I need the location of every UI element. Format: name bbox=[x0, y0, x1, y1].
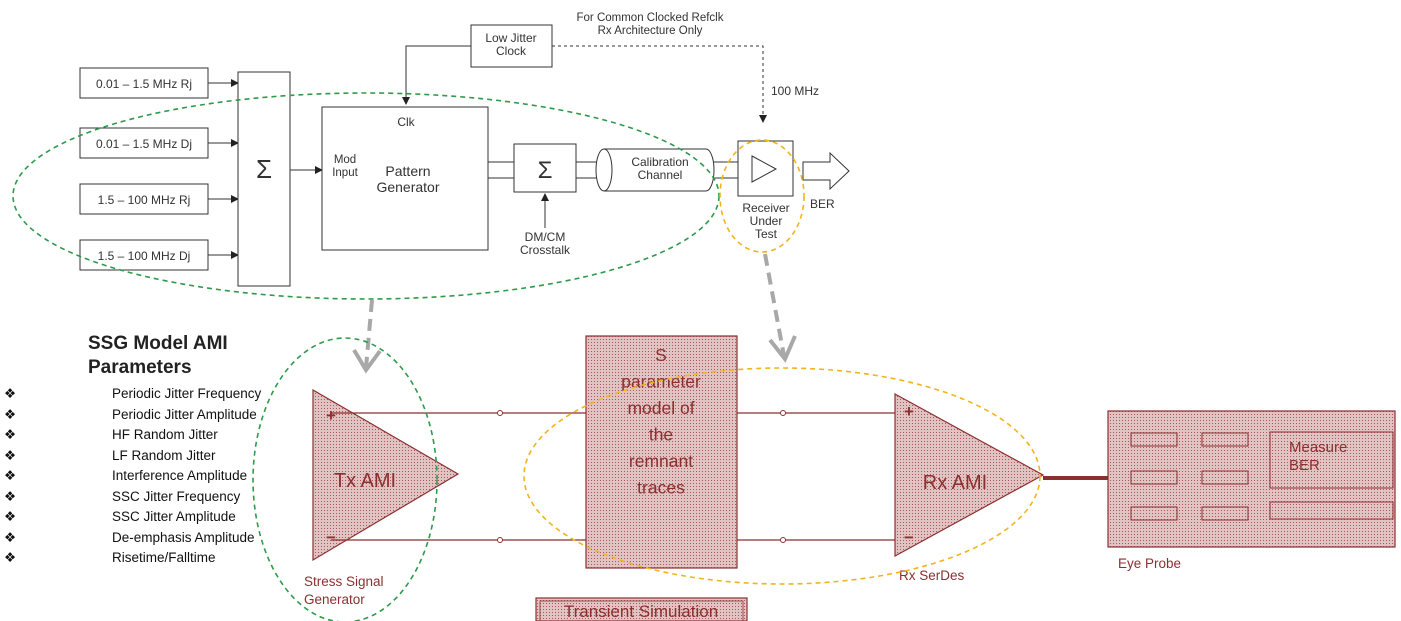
tx-ami-label: Tx AMI bbox=[334, 470, 396, 492]
list-item: ❖SSC Jitter Amplitude bbox=[2, 507, 298, 528]
list-item: ❖De-emphasis Amplitude bbox=[2, 528, 298, 549]
jitter-source-box-1: 0.01 – 1.5 MHz Rj bbox=[79, 67, 209, 99]
eye-probe-wide-slot bbox=[1269, 501, 1394, 520]
ssg-parameters-title: SSG Model AMI Parameters bbox=[88, 332, 298, 380]
tx-plus-sign: + bbox=[326, 406, 336, 425]
rx-serdes-label: Rx SerDes bbox=[899, 568, 965, 583]
rx-minus-sign: − bbox=[904, 528, 914, 547]
ssg-title-line-2: Parameters bbox=[88, 357, 192, 378]
yellow-group-ellipse-bottom bbox=[523, 367, 1041, 585]
eye-probe-slot bbox=[1130, 470, 1178, 485]
ssg-parameters-list: ❖Periodic Jitter Frequency ❖Periodic Jit… bbox=[4, 384, 298, 569]
jitter-source-box-2: 0.01 – 1.5 MHz Dj bbox=[79, 127, 209, 159]
sum-symbol: Σ bbox=[256, 154, 272, 184]
tx-node-top bbox=[497, 410, 503, 416]
clock-to-clk-arrow bbox=[402, 45, 471, 105]
eye-probe-label: Eye Probe bbox=[1118, 556, 1181, 571]
green-group-ellipse-bottom bbox=[252, 337, 438, 621]
tx-ami-buffer: Tx AMI + − bbox=[312, 388, 460, 562]
list-item: ❖SSC Jitter Frequency bbox=[2, 487, 298, 508]
gray-arrow-right bbox=[763, 253, 797, 363]
freq-100mhz-label: 100 MHz bbox=[771, 84, 819, 98]
jitter-source-label-3: 1.5 – 100 MHz Rj bbox=[98, 193, 191, 207]
jitter-source-label-2: 0.01 – 1.5 MHz Dj bbox=[96, 137, 192, 151]
transient-simulation-label: Transient Simulation bbox=[564, 602, 718, 621]
rx-node-bottom bbox=[780, 537, 786, 543]
rx-node-top bbox=[780, 410, 786, 416]
transient-simulation-box: Transient Simulation bbox=[535, 597, 748, 621]
yellow-group-ellipse-top bbox=[719, 139, 805, 253]
jitter-source-label-4: 1.5 – 100 MHz Dj bbox=[98, 249, 191, 263]
bullet-icon: ❖ bbox=[3, 386, 17, 401]
ssg-title-line-1: SSG Model AMI bbox=[88, 333, 228, 354]
list-item: ❖HF Random Jitter bbox=[2, 425, 298, 446]
green-group-ellipse-top bbox=[12, 92, 720, 300]
eye-probe-slot bbox=[1201, 470, 1249, 485]
bullet-icon: ❖ bbox=[3, 427, 17, 442]
measure-ber-panel bbox=[1269, 431, 1394, 489]
ber-output-arrow bbox=[802, 151, 850, 191]
eye-probe-slot bbox=[1201, 432, 1249, 447]
ssg-parameters-panel: SSG Model AMI Parameters ❖Periodic Jitte… bbox=[4, 332, 298, 569]
bullet-icon: ❖ bbox=[3, 509, 17, 524]
bullet-icon: ❖ bbox=[3, 529, 17, 545]
jitter-source-box-3: 1.5 – 100 MHz Rj bbox=[79, 183, 209, 215]
clk-label: Clk bbox=[397, 115, 415, 129]
list-item: ❖Periodic Jitter Amplitude bbox=[2, 405, 298, 426]
tx-minus-sign: − bbox=[326, 528, 336, 547]
jitter-summer-box: Σ bbox=[237, 71, 291, 287]
list-item: ❖Interference Amplitude bbox=[2, 466, 298, 487]
rx-ami-label: Rx AMI bbox=[923, 472, 987, 494]
gray-arrow-left bbox=[352, 299, 382, 374]
jitter-source-label-1: 0.01 – 1.5 MHz Rj bbox=[96, 77, 192, 91]
jitter-source-box-4: 1.5 – 100 MHz Dj bbox=[79, 239, 209, 271]
list-item: ❖Periodic Jitter Frequency bbox=[2, 384, 298, 405]
ber-label: BER bbox=[810, 197, 835, 211]
rx-ami-buffer: Rx AMI + − bbox=[894, 392, 1045, 558]
bullet-icon: ❖ bbox=[3, 447, 17, 463]
bullet-icon: ❖ bbox=[3, 488, 17, 504]
clock-to-receiver-dashed bbox=[552, 45, 767, 123]
bullet-icon: ❖ bbox=[3, 406, 17, 422]
bullet-icon: ❖ bbox=[3, 550, 17, 565]
crosstalk-summer-box: Σ bbox=[513, 143, 577, 193]
rx-plus-sign: + bbox=[904, 402, 914, 421]
list-item: ❖LF Random Jitter bbox=[2, 446, 298, 467]
eye-probe-slot bbox=[1130, 432, 1178, 447]
bullet-icon: ❖ bbox=[3, 468, 17, 483]
eye-probe-slot bbox=[1130, 506, 1178, 521]
tx-node-bottom bbox=[497, 537, 503, 543]
crosstalk-sum-symbol: Σ bbox=[538, 157, 553, 184]
eye-probe-slot bbox=[1201, 506, 1249, 521]
list-item: ❖Risetime/Falltime bbox=[2, 548, 298, 569]
